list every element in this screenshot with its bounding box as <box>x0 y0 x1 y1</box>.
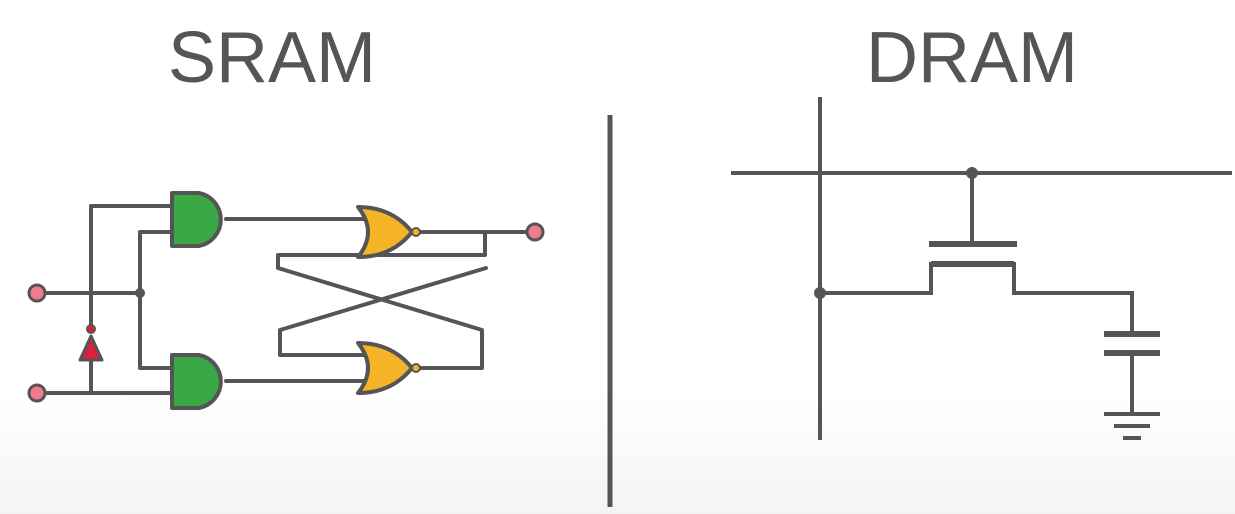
nor-bubble-icon <box>411 363 421 373</box>
transistor-channel <box>820 262 1134 334</box>
junction-dot <box>966 167 978 179</box>
and-gate-icon <box>170 353 223 410</box>
nor-gate-icon <box>356 341 414 395</box>
wire-feedback-top-to-bottom <box>276 230 487 370</box>
not-gate-icon <box>78 334 104 362</box>
dram-title: DRAM <box>866 18 1078 98</box>
input-terminal-enable <box>27 383 47 403</box>
output-terminal <box>525 222 545 242</box>
nor-bubble-icon <box>411 227 421 237</box>
not-bubble-icon <box>86 324 96 334</box>
sram-circuit <box>35 204 535 395</box>
wire-branch-top-and <box>89 204 174 295</box>
wire-branch-top-and-lower <box>138 230 174 295</box>
and-gate-icon <box>170 191 223 248</box>
nor-gate-icon <box>356 205 414 259</box>
dram-circuit <box>731 97 1232 440</box>
input-terminal-data <box>27 283 47 303</box>
junction-dot <box>814 287 826 299</box>
junction-dot <box>135 288 145 298</box>
wire-feedback-bottom-to-top <box>278 266 488 357</box>
sram-title: SRAM <box>168 18 376 98</box>
wire-branch-bottom-and <box>138 291 174 370</box>
